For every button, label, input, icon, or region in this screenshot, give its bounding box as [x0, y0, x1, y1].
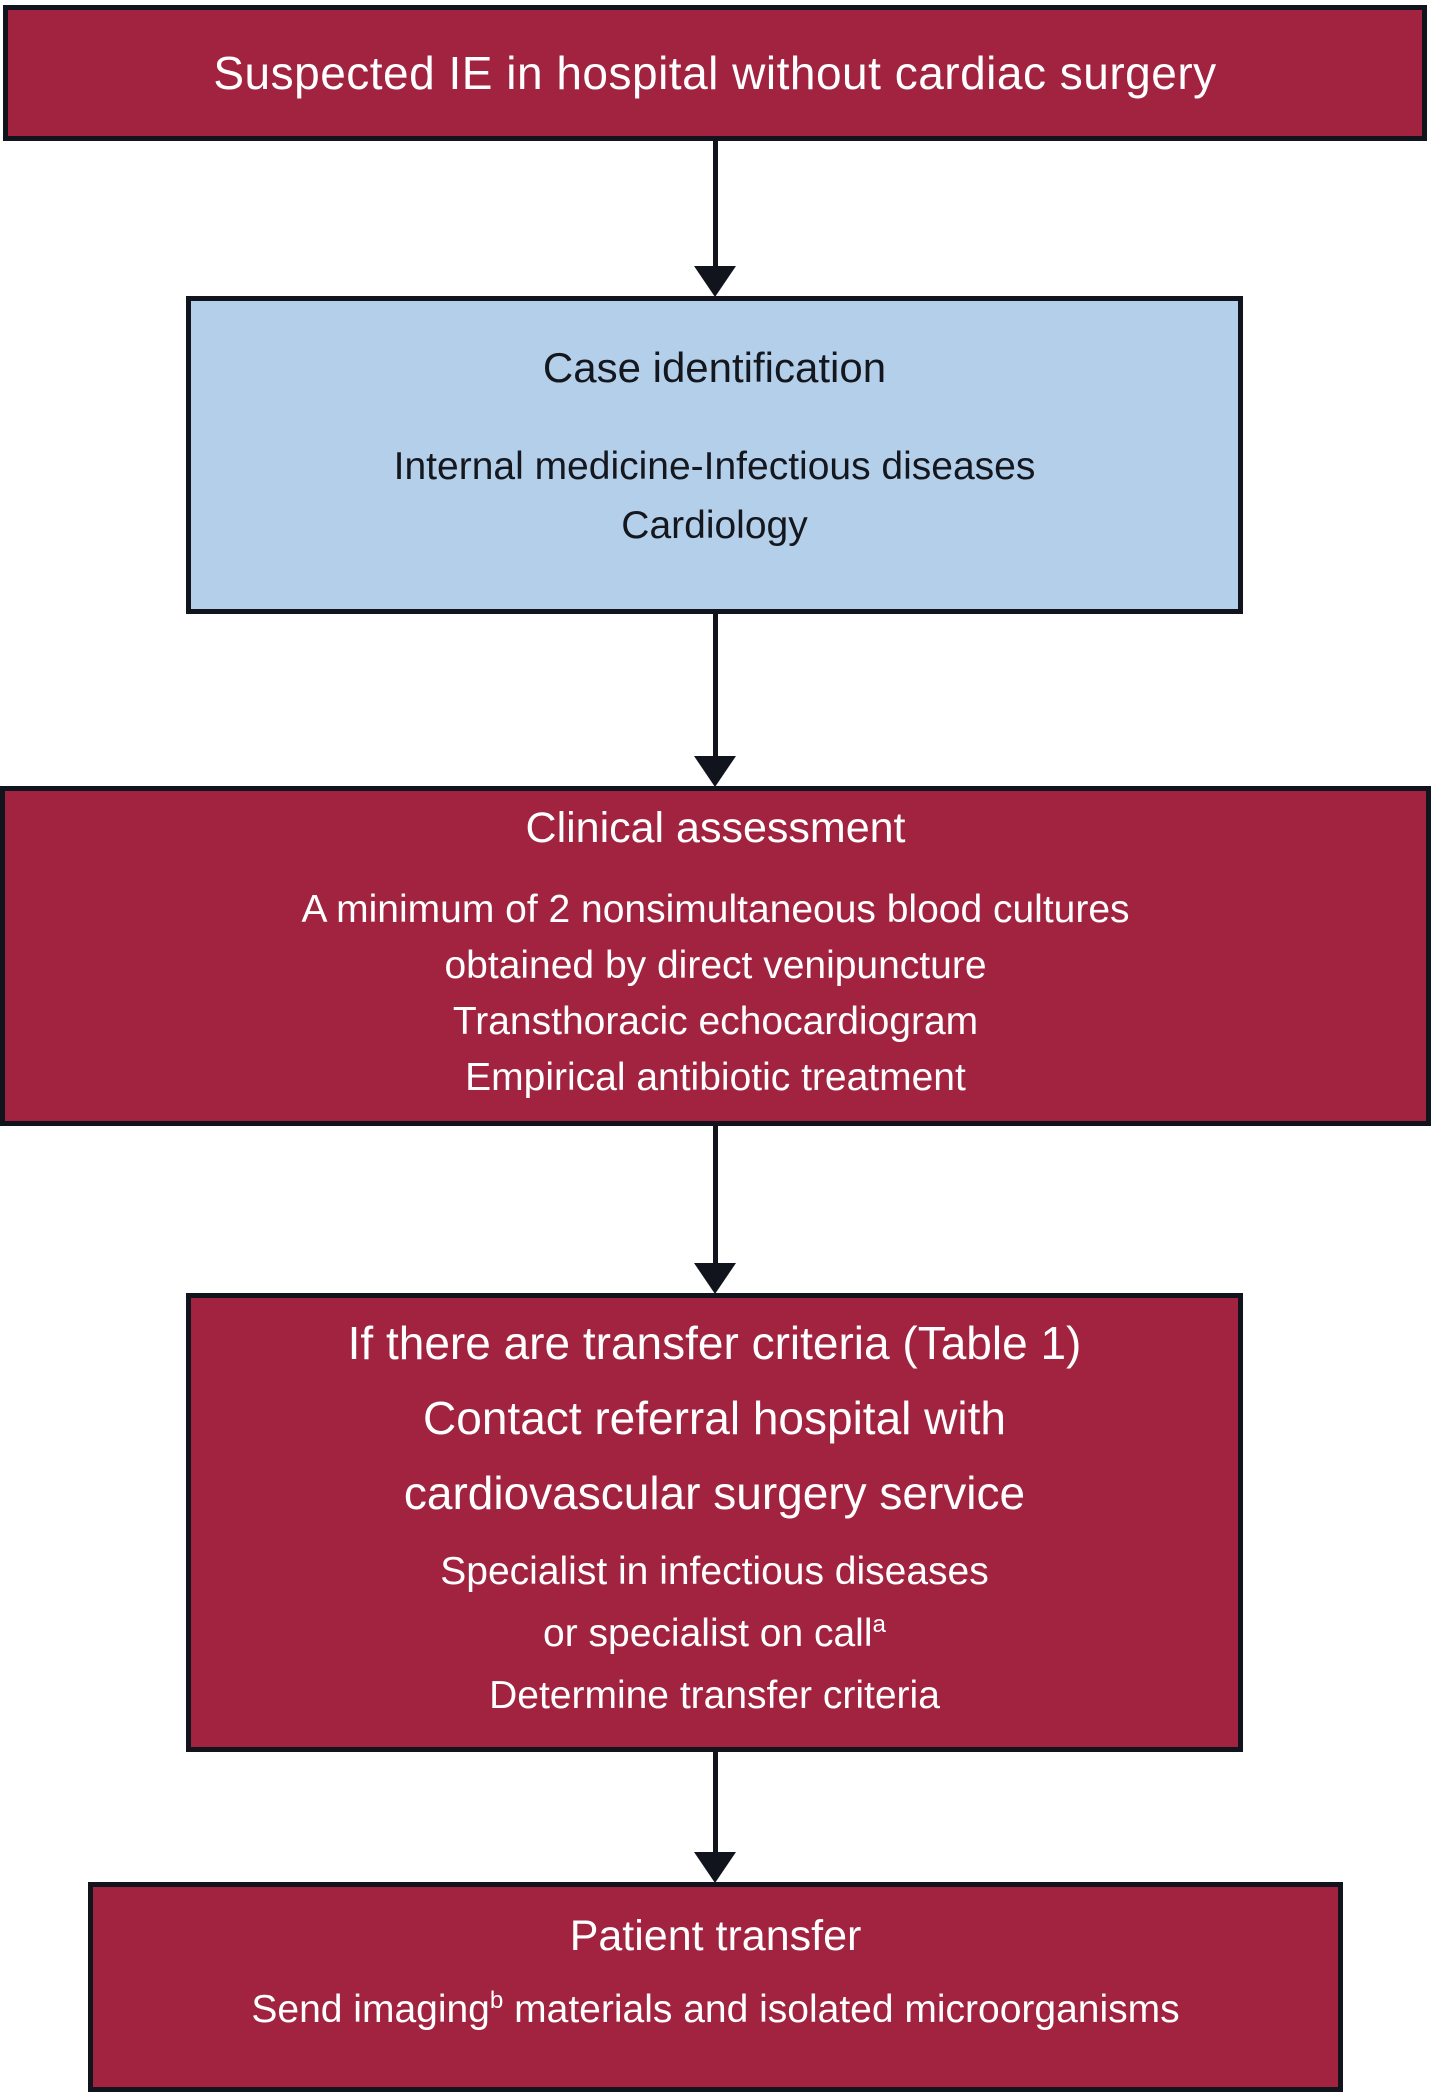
flow-arrow-1	[693, 141, 737, 297]
flow-arrow-3	[693, 1124, 737, 1294]
case-identification-title: Case identification	[542, 344, 887, 391]
suspected-ie-title: Suspected IE in hospital without cardiac…	[213, 47, 1217, 99]
arrow-down-icon	[694, 756, 736, 787]
flow-arrow-4	[693, 1750, 737, 1883]
footnote-marker-a: a	[872, 1611, 886, 1638]
box-transfer-criteria: If there are transfer criteria (Table 1)…	[186, 1293, 1243, 1752]
case-identification-line: Internal medicine-Infectious diseases	[393, 445, 1036, 489]
clinical-assessment-line: Empirical antibiotic treatment	[465, 1056, 966, 1100]
flow-arrow-2	[693, 612, 737, 787]
transfer-criteria-title-line: cardiovascular surgery service	[403, 1467, 1026, 1519]
box-clinical-assessment: Clinical assessment A minimum of 2 nonsi…	[0, 786, 1431, 1126]
clinical-assessment-line: Transthoracic echocardiogram	[452, 1000, 979, 1044]
materials-text: materials and isolated microorganisms	[503, 1988, 1180, 2032]
box-suspected-ie: Suspected IE in hospital without cardiac…	[3, 5, 1427, 141]
arrow-line	[712, 141, 718, 266]
arrow-down-icon	[694, 1852, 736, 1883]
arrow-line	[712, 1750, 718, 1852]
footnote-marker-b: b	[489, 1987, 504, 2015]
transfer-criteria-body-line: Specialist in infectious diseases	[440, 1550, 989, 1593]
case-identification-line: Cardiology	[621, 504, 808, 548]
clinical-assessment-line: obtained by direct venipuncture	[444, 944, 987, 988]
transfer-criteria-title-line: If there are transfer criteria (Table 1)	[347, 1317, 1082, 1369]
specialist-on-call-text: or specialist on call	[543, 1612, 873, 1655]
transfer-criteria-body-line: or specialist on calla	[440, 1603, 988, 1665]
arrow-line	[712, 1124, 718, 1263]
transfer-criteria-body-line: Determine transfer criteria	[489, 1674, 940, 1717]
arrow-down-icon	[694, 1263, 736, 1294]
clinical-assessment-line: A minimum of 2 nonsimultaneous blood cul…	[301, 888, 1130, 932]
arrow-line	[712, 612, 718, 756]
send-imaging-text: Send imaging	[251, 1988, 490, 2032]
clinical-assessment-title: Clinical assessment	[525, 804, 906, 852]
box-case-identification: Case identification Internal medicine-In…	[186, 296, 1243, 614]
arrow-down-icon	[694, 266, 736, 297]
patient-transfer-title: Patient transfer	[569, 1912, 862, 1960]
patient-transfer-line: Send imagingb materials and isolated mic…	[251, 1982, 1179, 2038]
transfer-criteria-title-line: Contact referral hospital with	[423, 1392, 1006, 1444]
transfer-criteria-body: Specialist in infectious diseases or spe…	[440, 1541, 988, 1727]
box-patient-transfer: Patient transfer Send imagingb materials…	[88, 1882, 1343, 2092]
